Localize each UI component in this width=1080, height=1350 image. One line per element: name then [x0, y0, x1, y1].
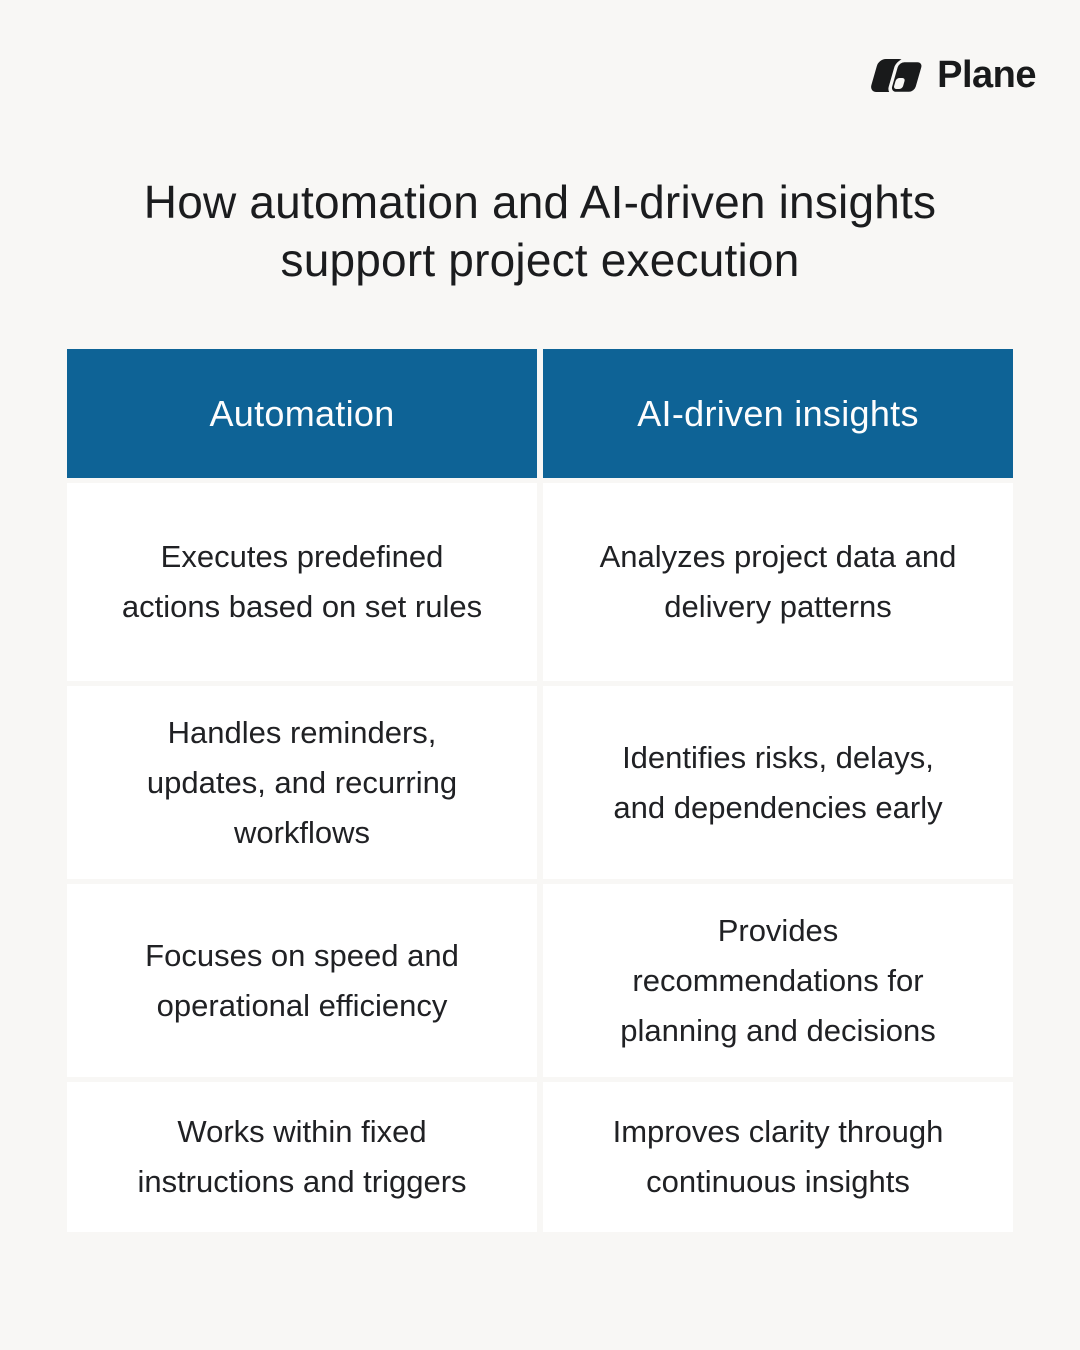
- plane-logo: Plane: [866, 54, 1036, 97]
- comparison-table: Automation AI-driven insights Executes p…: [67, 349, 1013, 1232]
- cell-automation-row2: Handles reminders, updates, and recurrin…: [67, 686, 537, 879]
- column-header-ai-driven-insights: AI-driven insights: [543, 349, 1013, 478]
- cell-ai-insights-row4: Improves clarity through continuous insi…: [543, 1082, 1013, 1232]
- cell-automation-row3: Focuses on speed and operational efficie…: [67, 884, 537, 1077]
- cell-automation-row4: Works within fixed instructions and trig…: [67, 1082, 537, 1232]
- plane-logo-icon: [866, 55, 928, 97]
- cell-text: Executes predefined actions based on set…: [121, 539, 483, 624]
- cell-text: Improves clarity through continuous insi…: [612, 1114, 944, 1199]
- cell-text: Works within fixed instructions and trig…: [137, 1114, 467, 1199]
- cell-text: Analyzes project data and delivery patte…: [599, 539, 957, 624]
- cell-text: Provides recommendations for planning an…: [620, 912, 936, 1048]
- cell-text: Handles reminders, updates, and recurrin…: [146, 714, 458, 850]
- brand-header: Plane: [0, 0, 1080, 97]
- cell-ai-insights-row2: Identifies risks, delays, and dependenci…: [543, 686, 1013, 879]
- page-title: How automation and AI-driven insights su…: [143, 176, 937, 286]
- plane-logo-wordmark: Plane: [937, 54, 1036, 96]
- cell-text: Identifies risks, delays, and dependenci…: [613, 739, 943, 825]
- cell-text: Focuses on speed and operational efficie…: [145, 937, 459, 1023]
- column-header-automation: Automation: [67, 349, 537, 478]
- cell-ai-insights-row1: Analyzes project data and delivery patte…: [543, 483, 1013, 681]
- cell-automation-row1: Executes predefined actions based on set…: [67, 483, 537, 681]
- cell-ai-insights-row3: Provides recommendations for planning an…: [543, 884, 1013, 1077]
